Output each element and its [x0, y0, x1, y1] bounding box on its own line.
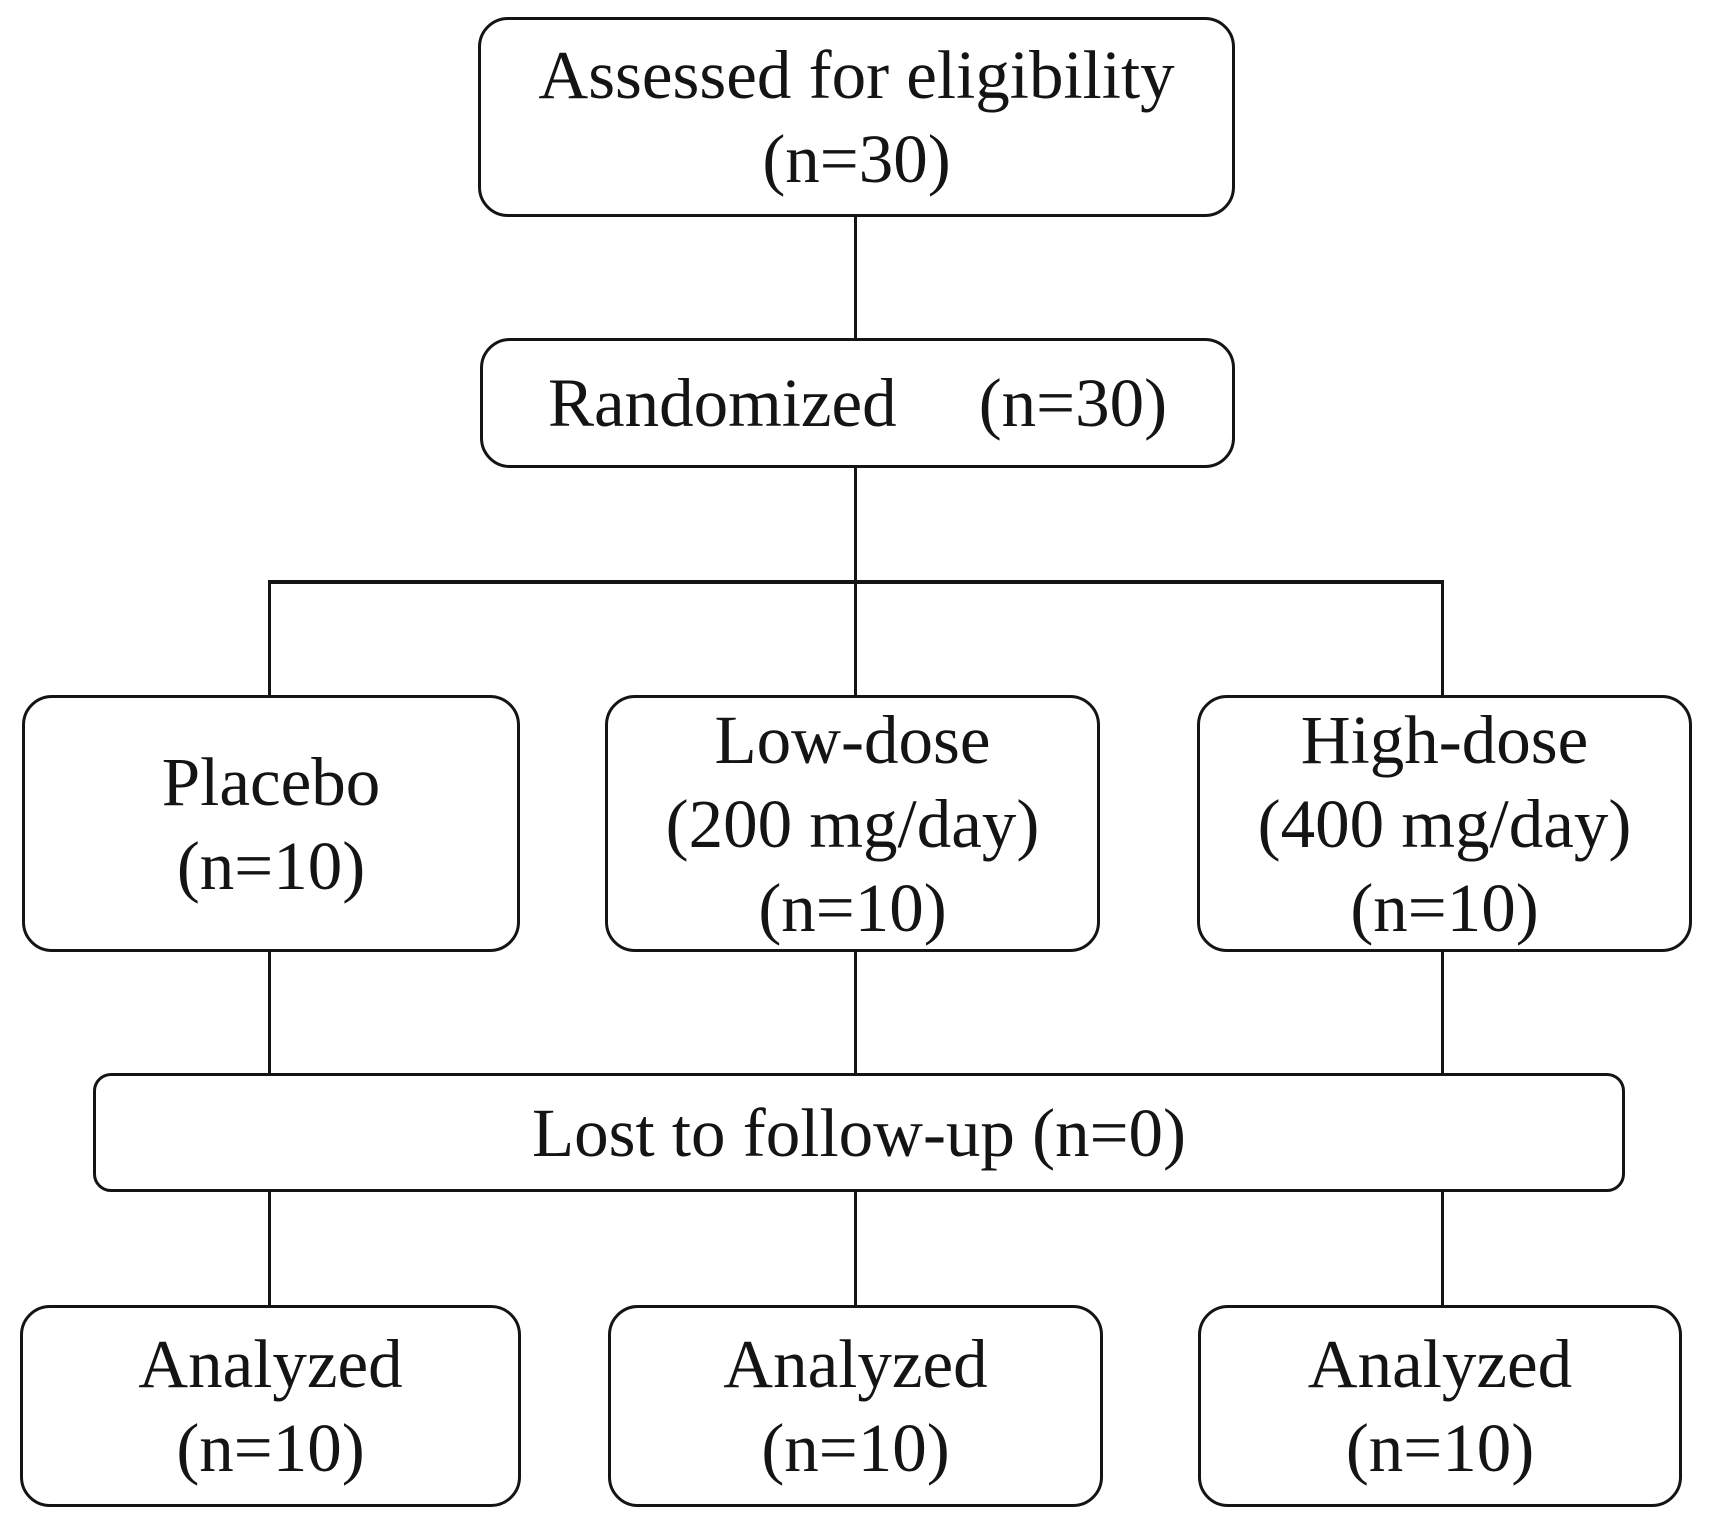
node-low-dose: Low-dose (200 mg/day) (n=10)	[605, 695, 1100, 952]
node-count: (n=30)	[978, 365, 1168, 441]
connector-right-vertical	[1441, 582, 1444, 1400]
node-text-line: Lost to follow-up (n=0)	[531, 1094, 1187, 1171]
node-count: (n=10)	[176, 827, 366, 904]
connector-branch-horizontal	[268, 580, 1444, 584]
node-lost-to-follow-up: Lost to follow-up (n=0)	[93, 1073, 1625, 1192]
node-text-line: Analyzed	[138, 1326, 403, 1402]
node-text-line: High-dose	[1300, 701, 1589, 778]
node-count: (n=10)	[176, 1410, 365, 1486]
node-analyzed-placebo: Analyzed (n=10)	[20, 1305, 521, 1507]
node-text-line: Assessed for eligibility	[538, 37, 1175, 113]
node-text-line: Analyzed	[1307, 1326, 1573, 1402]
node-count: (n=10)	[761, 1410, 950, 1486]
node-count: (n=10)	[1345, 1410, 1535, 1486]
node-analyzed-high-dose: Analyzed (n=10)	[1198, 1305, 1682, 1507]
node-text-line: Randomized	[547, 365, 897, 441]
node-assessed-for-eligibility: Assessed for eligibility (n=30)	[478, 17, 1235, 217]
node-count: (n=10)	[1350, 869, 1539, 946]
node-dose-line: (200 mg/day)	[665, 785, 1040, 862]
node-placebo: Placebo (n=10)	[22, 695, 520, 952]
node-text-line: Low-dose	[714, 701, 991, 778]
node-count: (n=30)	[762, 121, 951, 197]
node-text-line: Analyzed	[723, 1326, 988, 1402]
connector-left-vertical	[268, 582, 271, 1400]
node-randomized: Randomized (n=30)	[480, 338, 1235, 468]
node-text-row: Randomized (n=30)	[548, 361, 1167, 445]
node-dose-line: (400 mg/day)	[1257, 785, 1632, 862]
node-high-dose: High-dose (400 mg/day) (n=10)	[1197, 695, 1692, 952]
node-analyzed-low-dose: Analyzed (n=10)	[608, 1305, 1103, 1507]
node-text-line: Placebo	[161, 743, 381, 820]
node-count: (n=10)	[758, 869, 947, 946]
